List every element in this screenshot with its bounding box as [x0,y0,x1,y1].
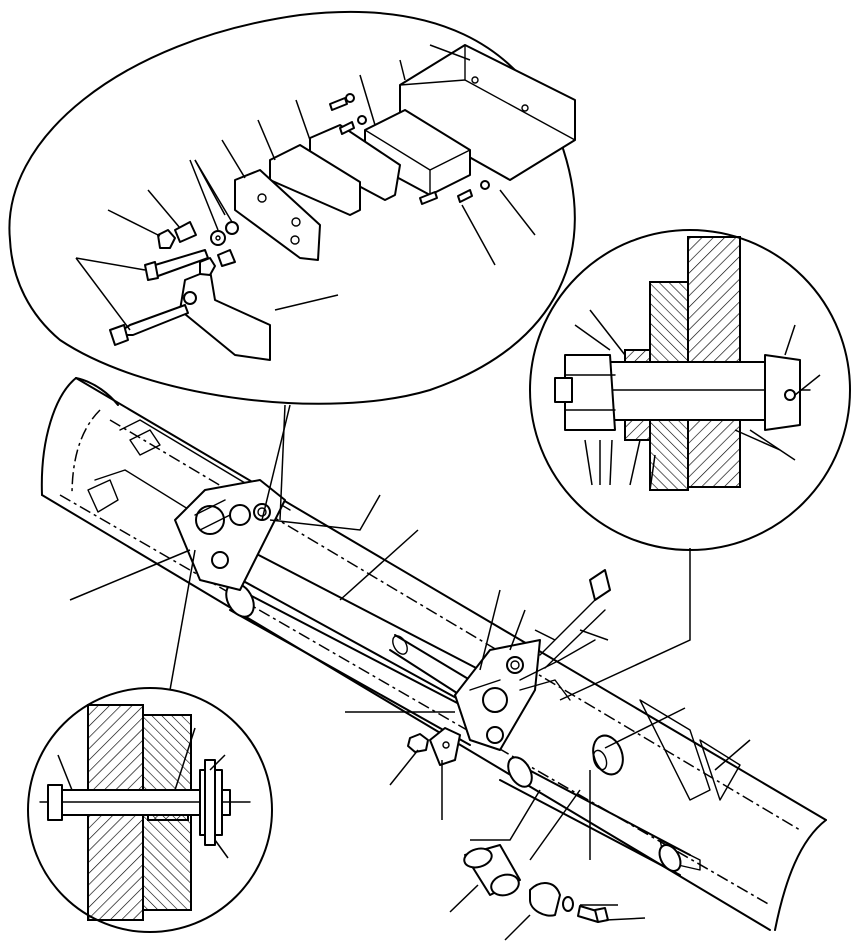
loose-bushing [463,844,609,923]
right-bracket [454,569,611,751]
hydraulic-cylinders [204,534,691,876]
section-view-left [27,687,273,933]
left-bracket [174,479,286,591]
small-clip [407,727,461,766]
tube-bushing [592,734,624,776]
exploded-parts [109,44,576,361]
section-view-right [529,229,851,551]
view-connectors [69,404,751,941]
exploded-view-ellipse [8,11,576,405]
exploded-leaders [75,44,536,331]
